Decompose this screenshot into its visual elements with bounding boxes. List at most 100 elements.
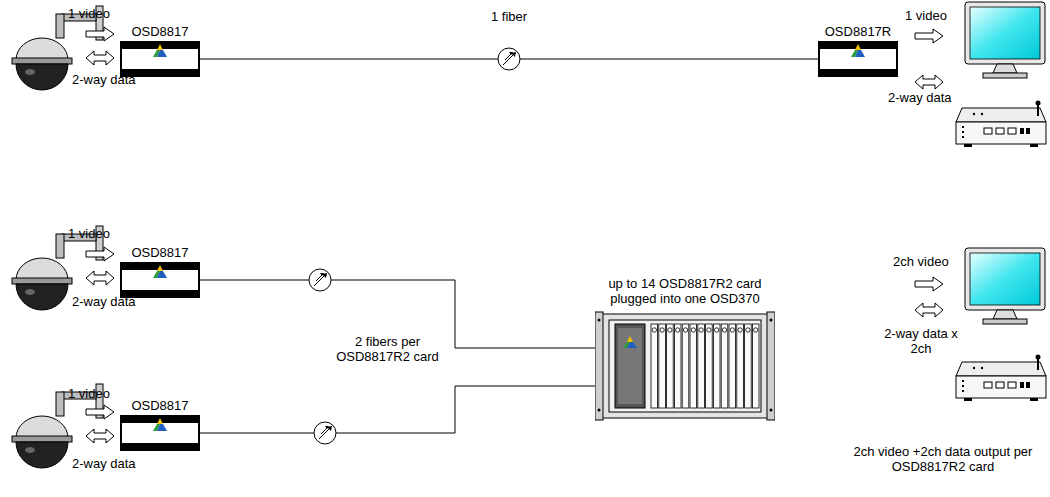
rack-chassis — [715, 328, 719, 332]
rack-chassis — [738, 328, 742, 332]
rack-chassis — [746, 328, 750, 332]
signal-label: 1 video — [68, 226, 128, 241]
rack-chassis — [706, 324, 713, 408]
logo — [153, 50, 160, 57]
logo — [152, 43, 168, 59]
rack-chassis — [668, 328, 672, 332]
rack-chassis — [737, 324, 744, 408]
logo — [157, 265, 163, 271]
signal-label: 2-way data — [72, 72, 152, 87]
signal-arrow — [86, 27, 943, 443]
rack-chassis — [729, 324, 736, 408]
transmitter-unit: OSD8817 — [120, 245, 200, 298]
card-rack: up to 14 OSD8817R2 card plugged into one… — [590, 276, 780, 422]
fiber-coupler — [309, 269, 331, 291]
signal-arrow — [86, 247, 114, 261]
signal-arrow — [915, 277, 943, 291]
rack-chassis — [767, 312, 775, 420]
signal-arrow — [86, 27, 114, 41]
rack-chassis — [609, 320, 761, 412]
unit-label: OSD8817R — [818, 24, 898, 39]
rack-chassis — [691, 328, 695, 332]
edge-label: 1 fiber — [489, 9, 529, 24]
signal-label: 2-way data — [888, 90, 958, 105]
signal-arrow — [86, 51, 114, 65]
device-panel — [122, 49, 198, 69]
logo — [153, 424, 160, 431]
rack-chassis — [722, 328, 726, 332]
unit-label: OSD8817 — [120, 398, 200, 413]
device-box — [818, 41, 898, 77]
logo — [157, 50, 167, 57]
camera-bottom — [12, 384, 103, 468]
camera-middle — [12, 226, 103, 310]
video-monitor — [965, 2, 1045, 78]
fiber-coupler — [325, 426, 329, 429]
device-box — [120, 415, 200, 451]
rack-chassis — [627, 336, 633, 342]
transmitter-unit: OSD8817 — [120, 24, 200, 77]
fiber-coupler — [314, 422, 336, 444]
rack-chassis — [618, 328, 642, 404]
logo — [153, 271, 160, 278]
fiber-coupler — [314, 274, 326, 286]
device-panel — [122, 423, 198, 443]
signal-arrow — [915, 29, 943, 43]
unit-label: OSD8817 — [120, 245, 200, 260]
rack-chassis — [770, 319, 773, 322]
rack-chassis — [683, 328, 687, 332]
signal-label: 1 video — [905, 8, 965, 23]
rack-chassis — [598, 409, 601, 412]
camera-middle — [12, 226, 103, 310]
camera-top — [12, 6, 103, 90]
signal-arrow — [86, 271, 114, 285]
fiber-coupler — [503, 53, 515, 65]
device-box — [120, 262, 200, 298]
fiber-coupler — [321, 427, 328, 434]
rack-chassis — [713, 324, 720, 408]
signal-label: 1 video — [68, 386, 128, 401]
rack-chassis — [770, 409, 773, 412]
logo — [850, 43, 866, 59]
logo — [851, 50, 858, 57]
note-text: 2ch video +2ch data output per OSD8817R2… — [843, 444, 1043, 474]
rack-chassis — [598, 319, 601, 322]
video-monitor — [965, 2, 1045, 324]
rack-chassis — [674, 324, 681, 408]
rack-chassis — [615, 324, 645, 408]
control-keyboard — [956, 101, 1046, 148]
fiber-line — [200, 280, 601, 348]
fiber-coupler — [498, 48, 520, 70]
rack-chassis — [652, 328, 656, 332]
rack-chassis — [690, 324, 697, 408]
logo — [152, 417, 168, 433]
device-box — [120, 41, 200, 77]
fiber-coupler — [314, 422, 336, 444]
rack-chassis — [651, 324, 658, 408]
rack-chassis — [730, 328, 734, 332]
unit-label: up to 14 OSD8817R2 card plugged into one… — [590, 276, 780, 306]
logo — [157, 44, 163, 50]
rack-chassis — [721, 324, 728, 408]
control-keyboard — [956, 355, 1046, 402]
logo — [157, 424, 167, 431]
signal-label: 2-way data — [72, 294, 152, 309]
logo — [157, 271, 167, 278]
note-text: 2 fibers per OSD8817R2 card — [325, 334, 450, 364]
fiber-line — [200, 386, 601, 433]
signal-label: 2-way data x 2ch — [884, 326, 958, 356]
device-panel — [820, 49, 896, 69]
control-keyboard — [956, 101, 1046, 402]
logo — [855, 44, 861, 50]
rack-chassis — [601, 314, 769, 418]
rack-chassis — [699, 328, 703, 332]
fiber-coupler — [316, 274, 323, 281]
logo — [152, 264, 168, 280]
rack-chassis — [707, 328, 711, 332]
fiber-coupler — [498, 48, 520, 70]
signal-arrow — [915, 303, 943, 317]
rack-chassis — [660, 328, 664, 332]
